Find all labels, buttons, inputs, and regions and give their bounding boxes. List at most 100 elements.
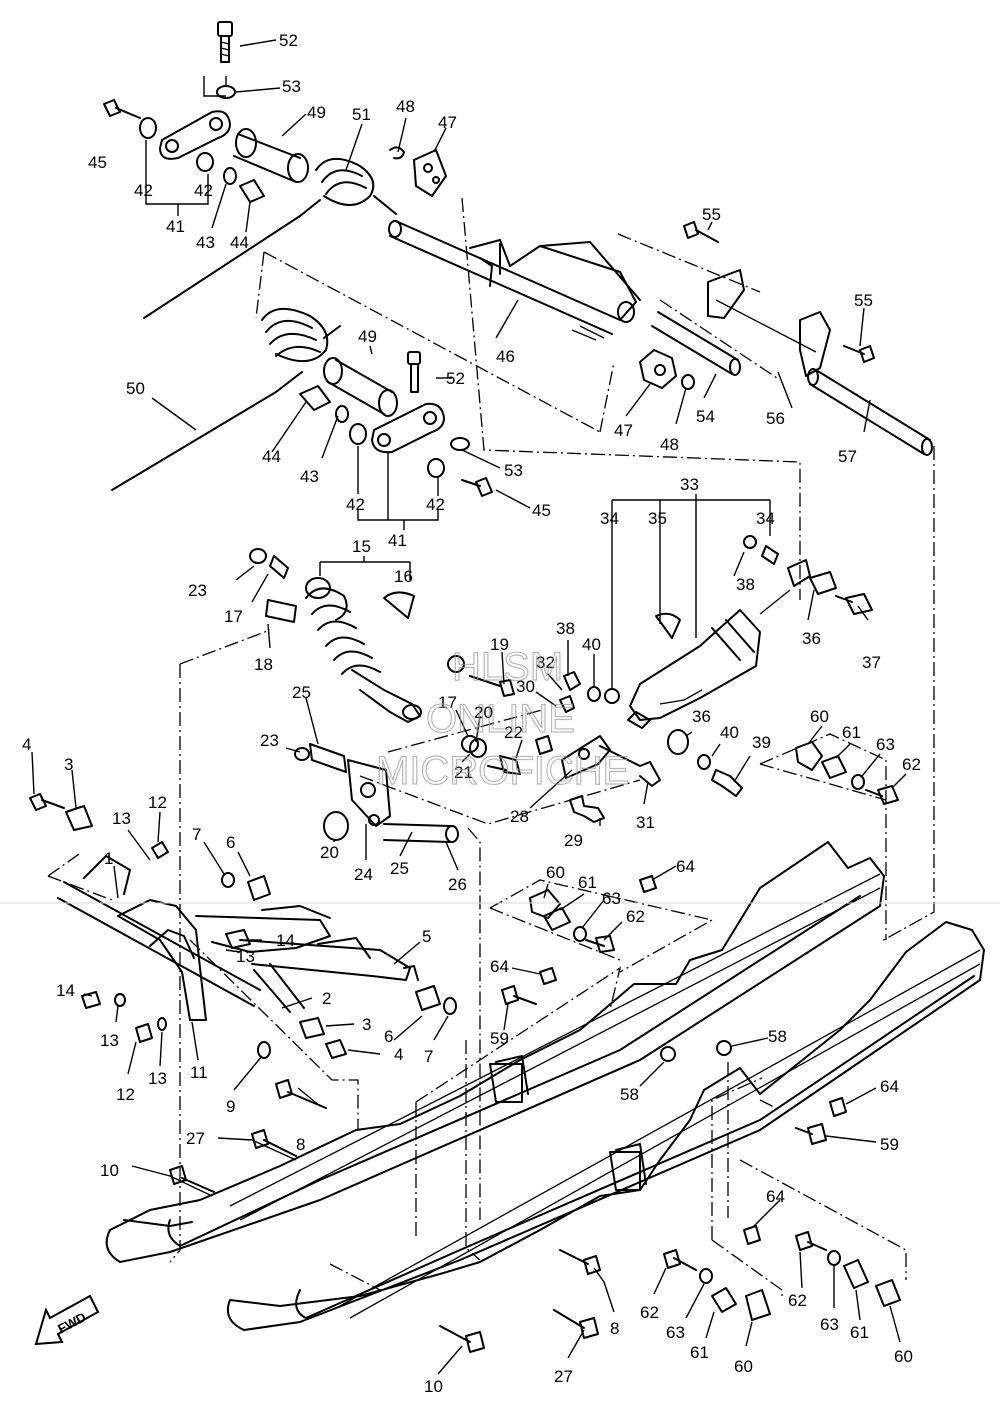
callout-42: 42 <box>134 181 153 200</box>
callout-62: 62 <box>902 755 921 774</box>
callout-55: 55 <box>702 205 721 224</box>
callout-33: 33 <box>680 475 699 494</box>
leader-lines <box>31 39 907 1375</box>
callout-6: 6 <box>226 833 235 852</box>
upper-shaft-assembly <box>103 21 933 456</box>
callout-1: 1 <box>104 849 113 868</box>
callout-4: 4 <box>394 1045 403 1064</box>
callout-42: 42 <box>426 495 445 514</box>
callout-13: 13 <box>112 809 131 828</box>
callout-36: 36 <box>692 707 711 726</box>
callout-54: 54 <box>696 407 715 426</box>
callout-7: 7 <box>192 825 201 844</box>
callout-58: 58 <box>768 1027 787 1046</box>
front-shock-absorber <box>249 548 422 723</box>
callout-52: 52 <box>446 369 465 388</box>
callout-19: 19 <box>490 635 509 654</box>
callout-45: 45 <box>532 501 551 520</box>
lower-spring-assembly <box>111 308 493 497</box>
callout-49: 49 <box>358 327 377 346</box>
callout-64: 64 <box>766 1187 785 1206</box>
watermark: HLSM ONLINE MICROFICHE <box>375 644 630 793</box>
callout-63: 63 <box>666 1323 685 1342</box>
callout-10: 10 <box>424 1377 443 1396</box>
right-rail-hardware <box>501 875 901 1321</box>
callout-42: 42 <box>346 495 365 514</box>
callout-26: 26 <box>448 875 467 894</box>
callout-5: 5 <box>422 927 431 946</box>
callout-41: 41 <box>388 531 407 550</box>
callout-35: 35 <box>648 509 667 528</box>
callout-57: 57 <box>838 447 857 466</box>
callout-32: 32 <box>536 653 555 672</box>
callout-37: 37 <box>862 653 881 672</box>
callout-25: 25 <box>292 683 311 702</box>
callout-3: 3 <box>362 1015 371 1034</box>
front-arm-assembly <box>29 793 457 1059</box>
callout-64: 64 <box>676 857 695 876</box>
callout-50: 50 <box>126 379 145 398</box>
callout-12: 12 <box>116 1085 135 1104</box>
callout-21: 21 <box>454 763 473 782</box>
callout-60: 60 <box>894 1347 913 1366</box>
callout-61: 61 <box>850 1323 869 1342</box>
callout-36: 36 <box>802 629 821 648</box>
callout-64: 64 <box>490 957 509 976</box>
callout-16: 16 <box>394 567 413 586</box>
callout-53: 53 <box>282 77 301 96</box>
callout-34: 34 <box>756 509 775 528</box>
callout-60: 60 <box>810 707 829 726</box>
callout-22: 22 <box>504 723 523 742</box>
callout-59: 59 <box>490 1029 509 1048</box>
callout-62: 62 <box>788 1291 807 1310</box>
callout-44: 44 <box>262 447 281 466</box>
callout-2: 2 <box>322 989 331 1008</box>
callout-48: 48 <box>396 97 415 116</box>
callout-47: 47 <box>438 113 457 132</box>
callout-51: 51 <box>352 105 371 124</box>
callout-13: 13 <box>236 947 255 966</box>
callout-14: 14 <box>276 931 295 950</box>
callout-6: 6 <box>384 1027 393 1046</box>
callout-17: 17 <box>224 607 243 626</box>
slide-rails <box>105 841 985 1331</box>
callout-41: 41 <box>166 217 185 236</box>
callout-24: 24 <box>354 865 373 884</box>
watermark-line-2: ONLINE <box>426 697 575 741</box>
callout-52: 52 <box>279 31 298 50</box>
callout-46: 46 <box>496 347 515 366</box>
callout-58: 58 <box>620 1085 639 1104</box>
callout-63: 63 <box>876 735 895 754</box>
callout-13: 13 <box>148 1069 167 1088</box>
callout-15: 15 <box>352 537 371 556</box>
callout-8: 8 <box>296 1135 305 1154</box>
callout-62: 62 <box>640 1303 659 1322</box>
callout-34: 34 <box>600 509 619 528</box>
callout-12: 12 <box>148 793 167 812</box>
callout-43: 43 <box>300 467 319 486</box>
mid-pivot <box>294 743 459 843</box>
callout-63: 63 <box>602 889 621 908</box>
callout-64: 64 <box>880 1077 899 1096</box>
watermark-line-3: MICROFICHE <box>376 749 629 793</box>
callout-63: 63 <box>820 1315 839 1334</box>
callout-18: 18 <box>254 655 273 674</box>
callout-42: 42 <box>194 181 213 200</box>
callout-40: 40 <box>720 723 739 742</box>
callout-56: 56 <box>766 409 785 428</box>
callout-60: 60 <box>734 1357 753 1376</box>
callout-8: 8 <box>610 1319 619 1338</box>
callout-13: 13 <box>100 1031 119 1050</box>
callout-61: 61 <box>842 723 861 742</box>
callout-27: 27 <box>186 1129 205 1148</box>
callout-9: 9 <box>226 1097 235 1116</box>
callout-31: 31 <box>636 813 655 832</box>
callout-38: 38 <box>556 619 575 638</box>
callout-27: 27 <box>554 1367 573 1386</box>
callout-23: 23 <box>188 581 207 600</box>
callout-10: 10 <box>100 1161 119 1180</box>
callout-47: 47 <box>614 421 633 440</box>
callout-labels: 52 53 45 42 42 41 43 44 49 51 48 47 55 5… <box>22 31 921 1396</box>
callout-20: 20 <box>474 703 493 722</box>
